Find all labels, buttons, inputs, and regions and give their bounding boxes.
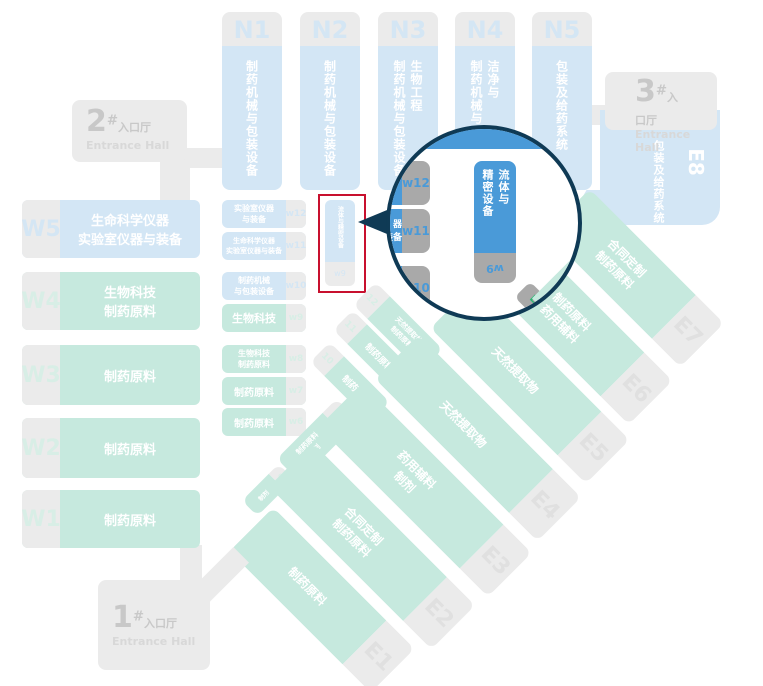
- hall-w4[interactable]: W4 生物科技 制药原料: [22, 272, 200, 330]
- hall-number: N1: [222, 12, 282, 46]
- hall-number: W1: [22, 490, 61, 548]
- hall-number: w11: [402, 209, 430, 253]
- magnifier: w12 器 装备 w11 w10 流体与 精密设备 w9 E: [386, 125, 582, 321]
- highlight-box: [318, 194, 366, 293]
- hall-label: 生物科技 制药原料: [238, 349, 270, 369]
- hall-number: W3: [22, 345, 61, 405]
- hall-label: 生物科技 制药原料: [103, 286, 156, 320]
- entrance-sup: #: [655, 83, 668, 99]
- hall-number: w12: [402, 161, 430, 205]
- hall-number: w9: [325, 262, 355, 286]
- hall-w12[interactable]: 实验室仪器 与装备 w12: [222, 200, 306, 228]
- hall-number: w12: [286, 200, 306, 228]
- entrance-number: 2: [86, 104, 107, 139]
- hall-label: 制药原料: [103, 442, 156, 458]
- hall-w9[interactable]: 生物科技 w9: [222, 304, 306, 332]
- hall-w5[interactable]: W5 生命科学仪器 实验室仪器与装备: [22, 200, 200, 258]
- magnified-w11: 器 装备 w11: [390, 209, 430, 253]
- entrance-en: Entrance Hall: [86, 139, 170, 152]
- entrance-sup: #: [106, 113, 119, 129]
- hall-number: W2: [22, 418, 61, 478]
- hall-number: w6: [286, 408, 306, 436]
- hall-label: 制药原料: [234, 387, 274, 399]
- hall-label: 制药机械与包装设备: [322, 60, 337, 177]
- hall-label: 流体与精密设备: [336, 206, 344, 248]
- hall-w8[interactable]: 生物科技 制药原料 w8: [222, 345, 306, 373]
- hall-number: N4: [455, 12, 515, 46]
- hall-number: w10: [286, 272, 306, 300]
- hall-label: 生命科学仪器 实验室仪器与装备: [226, 237, 282, 255]
- entrance-number: 3: [635, 74, 656, 109]
- magnified-w12: w12: [390, 161, 430, 205]
- hall-number: N3: [378, 12, 438, 46]
- entrance-hall-2[interactable]: 2#入口厅 Entrance Hall: [72, 100, 187, 162]
- hall-n2[interactable]: N2 制药机械与包装设备: [300, 12, 360, 190]
- hall-label: 包装及给药系统: [554, 60, 569, 151]
- hall-label: 制药机械与包装设备: [392, 60, 406, 177]
- hall-number: w9: [286, 304, 306, 332]
- hall-w11[interactable]: 生命科学仪器 实验室仪器与装备 w11: [222, 232, 306, 260]
- hall-w7[interactable]: 制药原料 w7: [222, 377, 306, 405]
- hall-label: 流体与 精密设备: [481, 169, 510, 217]
- hall-n1[interactable]: N1 制药机械与包装设备: [222, 12, 282, 190]
- hall-label: 制药原料: [234, 418, 274, 430]
- corridor: [180, 148, 225, 168]
- entrance-name: 入口厅: [118, 121, 152, 134]
- hall-w6[interactable]: 制药原料 w6: [222, 408, 306, 436]
- hall-number: N5: [532, 12, 592, 46]
- entrance-name: 入口厅: [635, 91, 679, 127]
- hall-label-2: 洁净与: [486, 60, 500, 99]
- hall-label: 生物科技: [232, 312, 276, 325]
- hall-number: E8: [683, 148, 708, 176]
- entrance-number: 1: [112, 600, 133, 635]
- hall-w2[interactable]: W2 制药原料: [22, 418, 200, 478]
- entrance-name: 入口厅: [144, 617, 178, 630]
- hall-label-2: 生物工程: [409, 60, 423, 112]
- hall-number: W4: [22, 272, 61, 330]
- hall-label: 实验室仪器 与装备: [234, 204, 274, 224]
- hall-number: W5: [22, 200, 61, 258]
- entrance-en: Entrance Hall: [112, 635, 196, 648]
- hall-label: 制药原料: [103, 369, 156, 385]
- hall-number: N2: [300, 12, 360, 46]
- corridor: [160, 160, 190, 200]
- entrance-hall-1[interactable]: 1#入口厅 Entrance Hall: [98, 580, 210, 670]
- hall-number: w7: [286, 377, 306, 405]
- hall-w10[interactable]: 制药机械 与包装设备 w10: [222, 272, 306, 300]
- hall-label: 制药机械与包装设备: [244, 60, 259, 177]
- hall-number: w9: [474, 253, 516, 283]
- entrance-sup: #: [132, 609, 145, 625]
- hall-w1[interactable]: W1 制药原料: [22, 490, 200, 548]
- hall-label: 包装及给药系统: [652, 140, 665, 224]
- highlighted-hall[interactable]: 流体与精密设备 w9: [325, 200, 355, 286]
- entrance-hall-3[interactable]: 3#入口厅 Entrance Hall: [605, 72, 717, 154]
- hall-label: 生命科学仪器 实验室仪器与装备: [77, 214, 182, 248]
- hall-label: 制药机械 与包装设备: [234, 276, 274, 296]
- hall-number: w8: [286, 345, 306, 373]
- hall-label: 制药原料: [103, 513, 156, 529]
- hall-number: w10: [402, 266, 430, 310]
- magnified-w10: w10: [390, 266, 430, 310]
- hall-label: 器 装备: [390, 209, 402, 253]
- magnified-n-hall: [415, 129, 555, 149]
- magnified-center-hall: 流体与 精密设备 w9: [474, 161, 516, 283]
- hall-w3[interactable]: W3 制药原料: [22, 345, 200, 405]
- hall-number: w11: [286, 232, 306, 260]
- hall-label: 制药机械与: [469, 60, 483, 125]
- entrance-en: Entrance Hall: [635, 128, 691, 154]
